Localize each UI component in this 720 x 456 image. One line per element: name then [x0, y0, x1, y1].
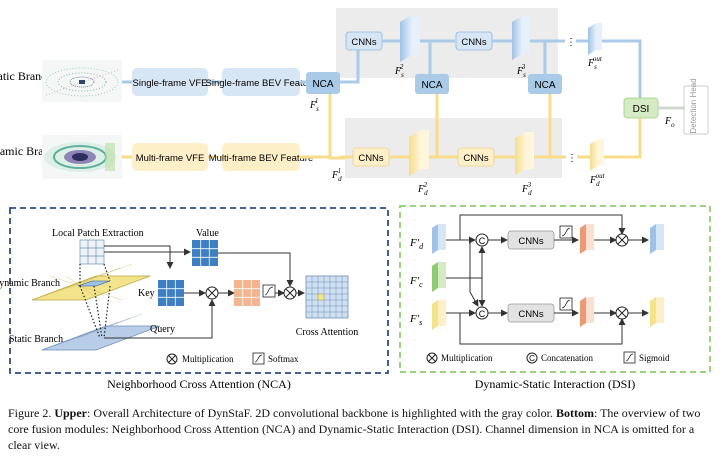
fc-prime-label: F′c	[409, 275, 423, 289]
ellipsis-static: ⋮	[566, 37, 576, 48]
multi-frame-bev-box	[222, 143, 300, 171]
static-branch-nca-label: Static Branch	[9, 334, 63, 345]
cnns-label-dynamic-1: CNNs	[358, 153, 384, 164]
figure-caption: Figure 2. Upper: Overall Architecture of…	[8, 405, 712, 453]
caption-fig-label: Figure 2.	[8, 406, 52, 420]
svg-text:C: C	[479, 236, 486, 246]
feature-block-dynamic-2	[409, 130, 421, 176]
dsi-panel-title: Dynamic-Static Interaction (DSI)	[475, 377, 636, 391]
concat-op-bottom: C	[475, 306, 489, 320]
dsi-legend-sigmoid-label: Sigmoid	[639, 353, 670, 363]
attention-weight-grid	[234, 280, 260, 306]
nca-label-3: NCA	[534, 80, 555, 91]
nca-box-3	[528, 74, 562, 94]
multi-frame-vfe-label: Multi-frame VFE	[136, 153, 205, 164]
fd3-label: Fd3	[521, 181, 532, 197]
orange-block-top	[580, 224, 586, 254]
fdout-label: Fdout	[589, 172, 606, 188]
fd1-label: Fd1	[331, 167, 342, 183]
nca-label-2: NCA	[421, 80, 442, 91]
fs2-label: Fs2	[394, 63, 404, 79]
dsi-panel-border	[399, 205, 711, 373]
feature-block-static-2	[400, 15, 412, 62]
concat-op-top: C	[475, 233, 489, 247]
fo-label: Fo	[664, 116, 675, 129]
multiplication-op-2	[283, 286, 297, 300]
fs3-label: Fs3	[516, 63, 526, 79]
nca-label-1: NCA	[312, 79, 333, 90]
fs-block	[432, 300, 438, 330]
nca-box-1	[306, 72, 340, 94]
legend-multiplication-label: Multiplication	[182, 354, 234, 364]
fs1-label: Fs1	[309, 97, 319, 113]
caption-upper-text: : Overall Architecture of DynStaF. 2D co…	[87, 406, 553, 420]
cnns-label-dynamic-2: CNNs	[463, 153, 489, 164]
caption-upper-label: Upper	[54, 406, 88, 420]
dsi-cnns-label-bottom: CNNs	[518, 309, 544, 320]
multiplication-op-dsi-bottom	[615, 306, 629, 320]
nca-box-2	[415, 74, 449, 94]
value-grid	[192, 240, 218, 266]
single-frame-bev-box	[222, 68, 300, 96]
dsi-legend-concat-icon: C	[526, 352, 538, 364]
single-frame-vfe-box	[132, 68, 208, 96]
static-branch-label: Static Branch	[0, 69, 52, 83]
output-block-top	[650, 224, 656, 254]
dsi-label: DSI	[633, 104, 650, 115]
caption-bottom-label: Bottom	[555, 406, 594, 420]
local-patch-label: Local Patch Extraction	[52, 228, 144, 239]
orange-block-bottom	[580, 297, 586, 327]
output-block-bottom	[650, 297, 656, 327]
legend-softmax-label: Softmax	[268, 354, 299, 364]
svg-text:C: C	[479, 309, 486, 319]
nca-panel-title: Neighborhood Cross Attention (NCA)	[107, 377, 291, 391]
softmax-op	[262, 284, 276, 298]
fd2-label: Fd2	[417, 181, 428, 197]
ellipsis-dynamic: ⋮	[567, 153, 577, 164]
feature-block-static-3	[512, 16, 522, 60]
cnns-label-static-1: CNNs	[351, 37, 377, 48]
fd-block	[432, 224, 438, 254]
fd-prime-label: F′d	[409, 237, 424, 251]
local-patch-grid	[79, 239, 105, 265]
value-label: Value	[196, 228, 219, 239]
feature-block-dynamic-3	[515, 132, 526, 175]
dsi-cnns-label-top: CNNs	[518, 236, 544, 247]
multiplication-op-dsi-top	[615, 233, 629, 247]
dsi-legend-concat-label: Concatenation	[541, 353, 593, 363]
cnns-label-static-2: CNNs	[461, 37, 487, 48]
static-point-cloud-image	[42, 60, 122, 102]
feature-block-dynamic-out	[590, 139, 598, 171]
detection-head-label: Detection Head	[689, 78, 698, 133]
single-frame-bev-label: Single-frame BEV Feature	[206, 78, 317, 89]
dsi-legend-multiplication-icon	[426, 352, 438, 364]
legend-multiplication-icon	[166, 353, 178, 365]
fc-block	[432, 262, 438, 292]
cross-attention-grid	[305, 275, 349, 319]
single-frame-vfe-label: Single-frame VFE	[133, 78, 208, 89]
feature-block-static-out	[588, 23, 596, 55]
multi-frame-bev-label: Multi-frame BEV Feature	[209, 153, 314, 164]
query-label: Query	[150, 324, 175, 335]
dynamic-point-cloud-image	[42, 135, 122, 179]
svg-text:C: C	[529, 354, 535, 363]
caption-bottom-text: : The overview of two core fusion module…	[8, 406, 701, 452]
detection-head-box	[683, 85, 709, 135]
nca-panel-border	[9, 207, 389, 374]
key-grid	[158, 280, 184, 306]
fsout-label: Fsout	[587, 55, 603, 71]
multi-frame-vfe-box	[132, 143, 208, 171]
static-plane	[41, 325, 161, 351]
dsi-legend-multiplication-label: Multiplication	[441, 353, 493, 363]
fs-prime-label: F′s	[409, 313, 422, 327]
dynamic-branch-nca-label: Dynamic Branch	[0, 278, 60, 289]
cross-attention-label: Cross Attention	[296, 327, 359, 338]
key-label: Key	[138, 288, 155, 299]
multiplication-op-1	[205, 286, 219, 300]
